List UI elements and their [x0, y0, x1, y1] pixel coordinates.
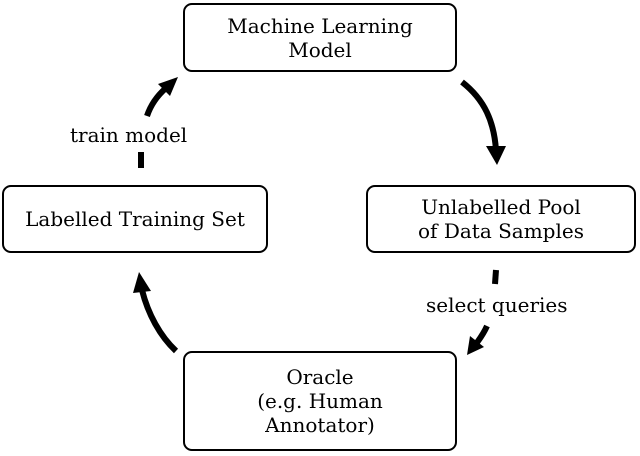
arrow-oracle-to-labelled: [139, 289, 179, 354]
ml-model-line-2: Model: [288, 37, 352, 62]
select-queries-label: select queries: [426, 293, 568, 317]
arrowhead-pool-to-oracle: [467, 336, 484, 355]
ml-model-node: Machine Learning Model: [183, 3, 457, 72]
arrow-model-to-pool: [460, 79, 499, 151]
unlabelled-pool-node: Unlabelled Pool of Data Samples: [366, 185, 636, 253]
oracle-line-3: Annotator): [265, 413, 375, 437]
arrowhead-model-to-pool: [486, 146, 506, 165]
oracle-line-1: Oracle: [286, 365, 354, 389]
arrow-pool-to-oracle-stub: [492, 269, 499, 285]
oracle-node: Oracle (e.g. Human Annotator): [183, 351, 457, 451]
arrow-pool-to-oracle: [473, 324, 490, 346]
labelled-training-set-node: Labelled Training Set: [2, 185, 268, 253]
unlabelled-pool-line-1: Unlabelled Pool: [421, 195, 581, 219]
oracle-line-2: (e.g. Human: [257, 389, 383, 413]
arrowhead-labelled-to-model: [158, 77, 178, 96]
arrow-labelled-to-model: [144, 85, 169, 118]
labelled-training-set-line-1: Labelled Training Set: [25, 207, 245, 231]
unlabelled-pool-line-2: of Data Samples: [418, 219, 584, 243]
arrowhead-oracle-to-labelled: [133, 272, 151, 293]
train-model-label: train model: [70, 123, 188, 147]
ml-model-line-1: Machine Learning: [227, 13, 413, 38]
